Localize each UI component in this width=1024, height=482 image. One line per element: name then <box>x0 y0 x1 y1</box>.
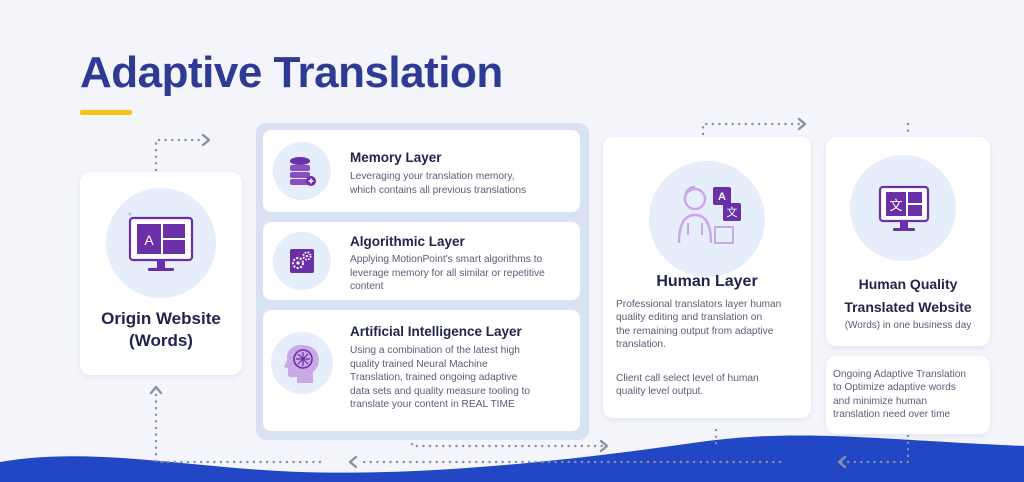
ai-layer-card: Artificial Intelligence Layer Using a co… <box>263 310 580 431</box>
gears-icon <box>290 249 314 273</box>
memory-layer-card: Memory Layer Leveraging your translation… <box>263 130 580 212</box>
human-desc2-line-2: quality level output. <box>616 386 704 398</box>
ai-layer-desc: Using a combination of the latest high q… <box>350 344 575 412</box>
human-desc-line-3: the remaining output from adaptive <box>616 325 774 337</box>
origin-website-card: A Origin Website (Words) <box>80 172 242 375</box>
arrow-head-right-1 <box>201 133 211 147</box>
note-line-4: translation need over time <box>833 408 951 420</box>
page-title: Adaptive Translation <box>80 48 503 97</box>
translated-website-subtitle: (Words) in one business day <box>844 320 972 331</box>
algorithmic-desc-line-2: leverage memory for all similar or repet… <box>350 267 545 279</box>
database-icon <box>290 157 316 186</box>
memory-layer-title: Memory Layer <box>350 150 442 165</box>
arrow-head-left-1 <box>837 455 847 469</box>
human-icon-letter-a: A <box>718 191 726 203</box>
human-layer-desc-2: Client call select level of human qualit… <box>616 372 802 399</box>
arrow-head-up-1 <box>149 385 163 395</box>
note-line-2: to Optimize adaptive words <box>833 382 956 394</box>
translated-website-title-line1: Human Quality <box>858 276 958 292</box>
monitor-translate-icon: A <box>128 212 194 271</box>
human-icon-circle <box>649 161 765 277</box>
human-icon-letter-zh: 文 <box>727 205 738 219</box>
arrow-head-right-3 <box>797 117 807 131</box>
flow-note-to-bottom <box>838 434 910 464</box>
note-line-3: and minimize human <box>833 395 927 407</box>
human-desc-line-1: Professional translators layer human <box>616 299 782 310</box>
memory-desc-line-2: which contains all previous translations <box>350 184 527 196</box>
translated-website-title-line2: Translated Website <box>844 299 972 315</box>
human-layer-title: Human Layer <box>656 273 758 290</box>
ongoing-translation-note: Ongoing Adaptive Translation to Optimize… <box>826 356 990 434</box>
origin-icon-letter: A <box>144 232 154 248</box>
translator-person-icon: A 文 <box>677 185 741 244</box>
origin-label: Origin Website (Words) <box>80 308 242 352</box>
ai-layer-title: Artificial Intelligence Layer <box>350 324 522 339</box>
algorithmic-layer-desc: Applying MotionPoint's smart algorithms … <box>350 253 575 294</box>
algorithmic-desc-line-3: content <box>350 281 384 292</box>
title-underline <box>80 110 132 115</box>
monitor-language-icon: 文 <box>878 185 930 231</box>
translated-website-card: 文 Human Quality Translated Website (Word… <box>826 137 990 346</box>
translated-website-title: Human Quality Translated Website <box>826 273 990 319</box>
ai-brain-icon <box>284 345 319 383</box>
algorithmic-layer-title: Algorithmic Layer <box>350 234 465 249</box>
algorithmic-layer-card: Algorithmic Layer Applying MotionPoint's… <box>263 222 580 300</box>
algorithmic-desc-line-1: Applying MotionPoint's smart algorithms … <box>350 254 543 265</box>
quality-icon-glyph: 文 <box>889 199 902 214</box>
memory-desc-line-1: Leveraging your translation memory, <box>350 171 515 182</box>
ai-desc-line-1: Using a combination of the latest high <box>350 345 520 356</box>
ai-desc-line-5: translate your content in REAL TIME <box>350 399 515 410</box>
human-layer-card: A 文 Human Layer Professional translators… <box>603 137 811 418</box>
human-layer-desc: Professional translators layer human qua… <box>616 298 802 351</box>
origin-label-line2: (Words) <box>129 331 193 350</box>
flow-origin-to-layers <box>154 138 207 172</box>
flow-human-to-quality <box>701 122 802 136</box>
human-desc2-line-1: Client call select level of human <box>616 373 759 384</box>
ai-desc-line-3: Translation, trained ongoing adaptive <box>350 372 518 383</box>
arrow-head-right-2 <box>599 439 609 453</box>
note-line-1: Ongoing Adaptive Translation <box>833 369 967 380</box>
arrow-head-left-2 <box>348 455 358 469</box>
note-text: Ongoing Adaptive Translation to Optimize… <box>833 368 985 421</box>
human-desc-line-2: quality editing and translation on <box>616 312 763 324</box>
ai-desc-line-4: data sets and quality measure tooling to <box>350 385 531 397</box>
memory-layer-desc: Leveraging your translation memory, whic… <box>350 170 575 197</box>
human-desc-line-4: translation. <box>616 338 666 350</box>
ai-desc-line-2: quality trained Neural Machine <box>350 358 488 370</box>
origin-label-line1: Origin Website <box>101 309 221 328</box>
